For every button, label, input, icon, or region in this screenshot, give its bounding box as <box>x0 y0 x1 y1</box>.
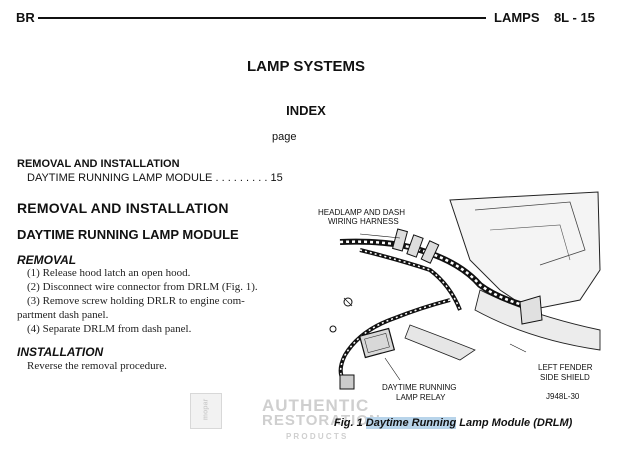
caption-prefix: Fig. 1 <box>334 417 366 429</box>
removal-heading: REMOVAL <box>17 253 77 267</box>
section-subheading: DAYTIME RUNNING LAMP MODULE <box>17 227 239 242</box>
index-page-label: page <box>272 131 297 143</box>
label-relay-2: LAMP RELAY <box>396 393 446 402</box>
removal-step-4: (4) Separate DRLM from dash panel. <box>27 323 192 335</box>
index-group: REMOVAL AND INSTALLATION <box>17 158 180 170</box>
index-entry-page: 15 <box>270 172 283 184</box>
index-heading: INDEX <box>286 103 326 118</box>
removal-steps: (1) Release hood latch an open hood. (2)… <box>17 266 307 336</box>
dash-panel <box>449 191 601 311</box>
watermark-badge: mopar <box>190 393 222 429</box>
removal-step-3: (3) Remove screw holding DRLR to engine … <box>27 295 245 307</box>
relay-connector <box>339 374 355 390</box>
header-rule <box>38 17 486 19</box>
page-title: LAMP SYSTEMS <box>246 58 366 75</box>
label-relay-1: DAYTIME RUNNING <box>382 383 457 392</box>
caption-highlight: Daytime Running <box>365 417 457 429</box>
label-harness-1: HEADLAMP AND DASH <box>318 208 405 217</box>
installation-heading: INSTALLATION <box>17 345 104 359</box>
label-fender-2: SIDE SHIELD <box>540 373 590 382</box>
index-entry-label: DAYTIME RUNNING LAMP MODULE <box>27 172 213 184</box>
watermark-line2: RESTORATION <box>262 412 381 429</box>
section-heading: REMOVAL AND INSTALLATION <box>17 200 229 216</box>
header-book-code: BR <box>16 10 35 25</box>
header-page: 8L - 15 <box>553 10 595 25</box>
installation-text: Reverse the removal procedure. <box>27 360 167 372</box>
removal-step-2: (2) Disconnect wire connector from DRLM … <box>27 281 258 293</box>
label-harness-2: WIRING HARNESS <box>328 217 399 226</box>
index-entry-leader: . . . . . . . . . <box>215 172 268 184</box>
watermark-badge-text: mopar <box>202 398 210 421</box>
caption-suffix: Lamp Module (DRLM) <box>456 417 573 429</box>
removal-step-1: (1) Release hood latch an open hood. <box>27 267 191 279</box>
drlm-relay <box>358 327 396 359</box>
watermark-line1: AUTHENTIC <box>262 396 370 415</box>
watermark-line3: P R O D U C T S <box>286 432 347 441</box>
header-right: LAMPS 8L - 15 <box>494 10 595 25</box>
figure-code: J948L-30 <box>546 392 580 401</box>
label-fender-1: LEFT FENDER <box>538 363 593 372</box>
removal-step-3-cont: partment dash panel. <box>17 309 109 321</box>
figure-caption: Fig. 1 Daytime Running Lamp Module (DRLM… <box>334 417 572 429</box>
index-entry[interactable]: DAYTIME RUNNING LAMP MODULE . . . . . . … <box>27 172 283 184</box>
mounting-bracket <box>519 295 543 325</box>
drlm-figure: HEADLAMP AND DASH WIRING HARNESS LEFT FE… <box>318 191 601 402</box>
header-section: LAMPS <box>494 10 540 25</box>
